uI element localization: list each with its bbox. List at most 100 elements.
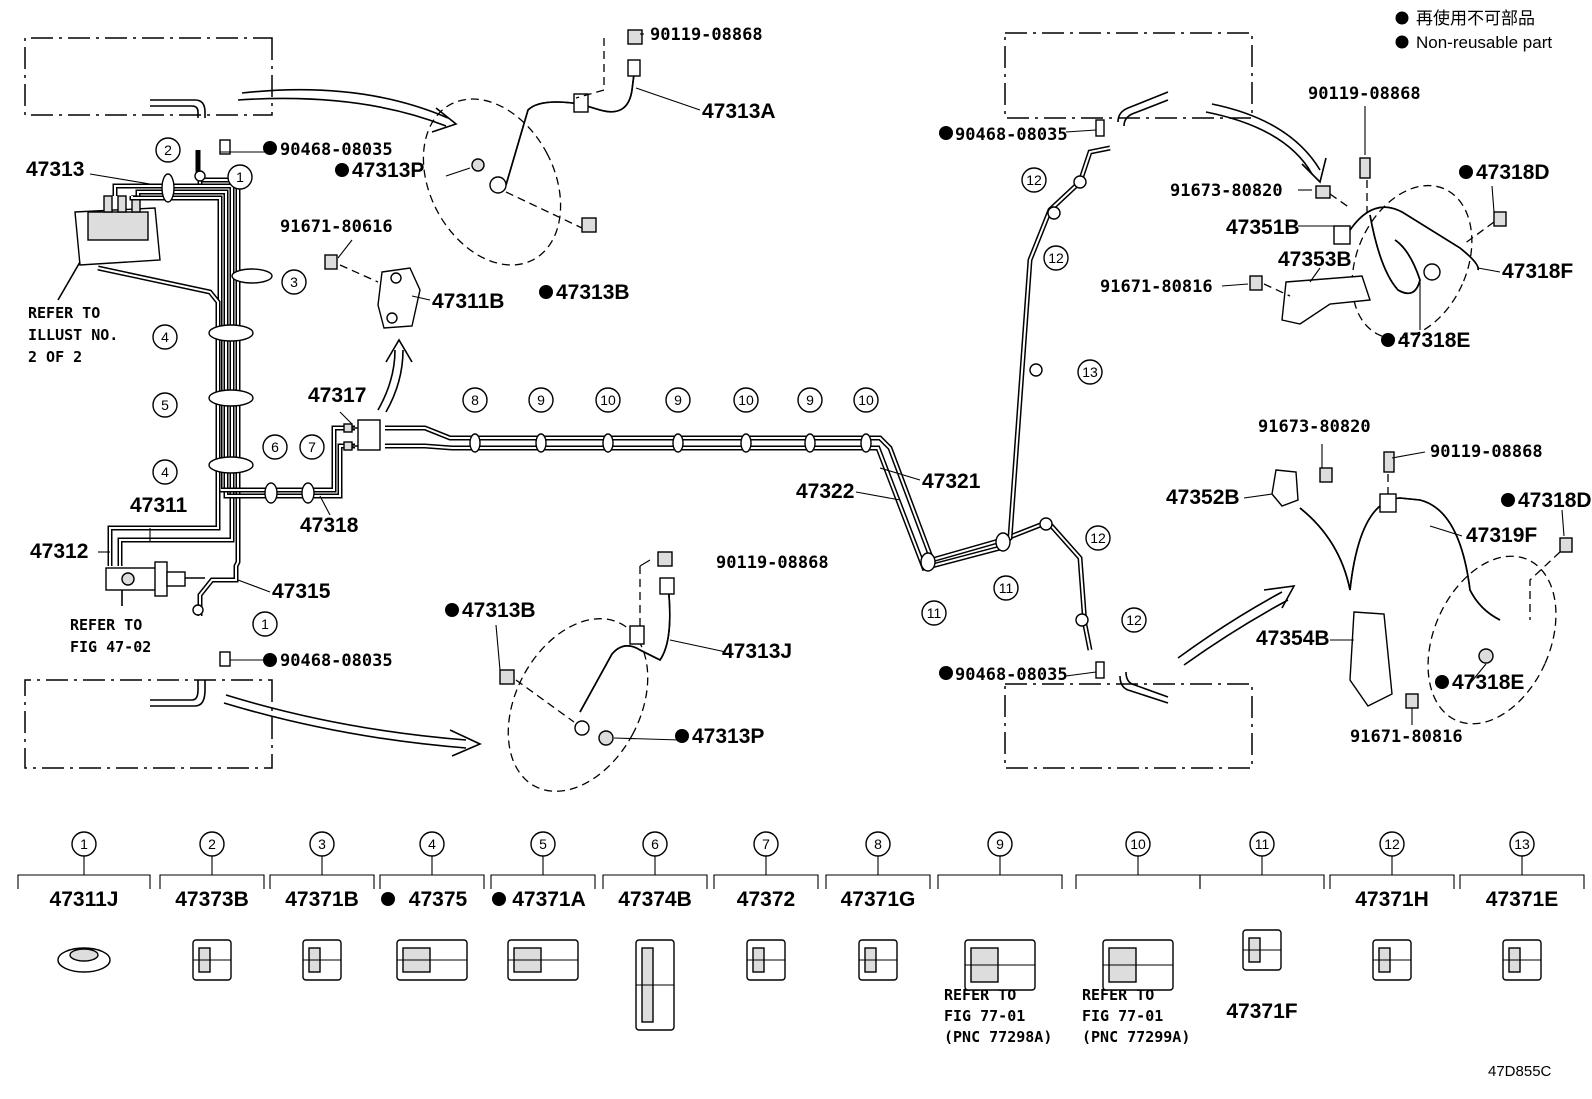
callout-47353B: 47353B bbox=[1278, 248, 1352, 271]
parts-table-number: 2 bbox=[208, 836, 216, 852]
circle-marker: 12 bbox=[1085, 525, 1111, 551]
svg-text:1: 1 bbox=[261, 616, 269, 632]
svg-text:12: 12 bbox=[1026, 172, 1042, 188]
front-brake-tubes bbox=[97, 150, 355, 616]
parts-table-number: 9 bbox=[996, 836, 1004, 852]
callout-47354B: 47354B bbox=[1256, 627, 1330, 650]
circle-marker: 9 bbox=[528, 387, 554, 413]
callout-47318E-bottom: 47318E bbox=[1452, 671, 1524, 694]
svg-text:11: 11 bbox=[927, 605, 942, 621]
clamp-part-illustration bbox=[746, 939, 786, 981]
svg-text:12: 12 bbox=[1126, 612, 1142, 628]
parts-table-part-number: 47375 bbox=[409, 888, 468, 911]
parts-table-note: FIG 77-01 bbox=[1082, 1007, 1163, 1025]
arrow-to-front-right-detail bbox=[225, 694, 467, 741]
parts-table-part-number: 47371G bbox=[841, 888, 916, 911]
parts-table-part-number: 47371H bbox=[1355, 888, 1429, 911]
svg-text:9: 9 bbox=[537, 392, 545, 408]
callout-47313B-top: 47313B bbox=[556, 281, 630, 304]
callout-47319F: 47319F bbox=[1466, 524, 1537, 547]
non-reusable-dot-icon bbox=[335, 163, 349, 177]
rear-right-hose-detail bbox=[1271, 451, 1573, 725]
callout-47313P-top: 47313P bbox=[352, 159, 424, 182]
clamp-part-illustration bbox=[1242, 929, 1282, 971]
svg-text:7: 7 bbox=[308, 439, 316, 455]
circle-marker: 9 bbox=[797, 387, 823, 413]
svg-text:3: 3 bbox=[290, 274, 298, 290]
callout-90468-right-top: 90468-08035 bbox=[955, 125, 1068, 145]
callout-47351B: 47351B bbox=[1226, 216, 1300, 239]
callout-47313P-bottom: 47313P bbox=[692, 725, 764, 748]
callout-47318D-bottom: 47318D bbox=[1518, 489, 1592, 512]
svg-text:FIG 47-02: FIG 47-02 bbox=[70, 638, 151, 656]
callout-47313A: 47313A bbox=[702, 100, 776, 123]
bracket-47353B bbox=[1281, 275, 1371, 325]
arrow-to-rear-right-detail bbox=[1177, 591, 1283, 659]
circle-marker: 1 bbox=[227, 164, 253, 190]
clamp-part-illustration bbox=[57, 947, 111, 973]
svg-text:11: 11 bbox=[999, 580, 1014, 596]
callout-47317: 47317 bbox=[308, 384, 366, 407]
parts-table-number: 6 bbox=[651, 836, 659, 852]
arrow-to-rear-left-detail bbox=[1211, 103, 1321, 171]
callout-90468-bottom: 90468-08035 bbox=[280, 651, 393, 671]
callout-47311: 47311 bbox=[130, 494, 188, 517]
circle-marker: 9 bbox=[665, 387, 691, 413]
non-reusable-dot-icon bbox=[1395, 35, 1409, 49]
parts-table-part-number: 47371B bbox=[285, 888, 359, 911]
svg-text:2: 2 bbox=[164, 142, 172, 158]
clamp-part-illustration bbox=[1102, 939, 1174, 991]
callout-47311B: 47311B bbox=[432, 290, 504, 313]
svg-text:12: 12 bbox=[1090, 530, 1106, 546]
non-reusable-dot-icon bbox=[675, 729, 689, 743]
circle-marker: 4 bbox=[152, 324, 178, 350]
callout-47315: 47315 bbox=[272, 580, 331, 603]
front-tube-clamps bbox=[161, 170, 315, 616]
svg-text:13: 13 bbox=[1082, 364, 1098, 380]
svg-text:12: 12 bbox=[1048, 250, 1064, 266]
callout-90119-right-top: 90119-08868 bbox=[1308, 84, 1421, 104]
callout-47313J: 47313J bbox=[722, 640, 792, 663]
circle-marker: 5 bbox=[152, 392, 178, 418]
clamp-part-illustration bbox=[302, 939, 342, 981]
circle-marker: 12 bbox=[1121, 607, 1147, 633]
parts-table: 147311J247373B347371B447375547371A647374… bbox=[17, 831, 1585, 1046]
callout-47322: 47322 bbox=[796, 480, 854, 503]
parts-table-part-number: 47372 bbox=[737, 888, 795, 911]
non-reusable-dot-icon bbox=[939, 126, 953, 140]
clamp-part-illustration bbox=[396, 939, 468, 981]
circle-marker: 11 bbox=[993, 575, 1019, 601]
parts-table-part-number: 47371E bbox=[1486, 888, 1558, 911]
svg-text:2 OF 2: 2 OF 2 bbox=[28, 348, 82, 366]
circle-marker: 10 bbox=[733, 387, 759, 413]
legend-en: Non-reusable part bbox=[1416, 33, 1552, 52]
non-reusable-dot-icon bbox=[1395, 11, 1409, 25]
callout-47313B-bottom: 47313B bbox=[462, 599, 536, 622]
circle-marker: 12 bbox=[1043, 245, 1069, 271]
svg-text:10: 10 bbox=[738, 392, 754, 408]
parts-table-part-number: 47311J bbox=[50, 888, 119, 911]
callout-91673-top: 91673-80820 bbox=[1170, 181, 1283, 201]
parts-table-number: 13 bbox=[1514, 836, 1530, 852]
parts-table-number: 11 bbox=[1255, 836, 1270, 852]
circle-marker: 12 bbox=[1021, 167, 1047, 193]
front-clips bbox=[219, 139, 231, 667]
circle-marker: 7 bbox=[299, 434, 325, 460]
svg-text:6: 6 bbox=[271, 439, 279, 455]
leader-lines bbox=[89, 33, 1565, 741]
parts-table-part-number: 47371F bbox=[1226, 1000, 1297, 1023]
svg-text:8: 8 bbox=[471, 392, 479, 408]
callout-47312: 47312 bbox=[30, 540, 88, 563]
callout-47318D-top: 47318D bbox=[1476, 161, 1550, 184]
svg-text:ILLUST NO.: ILLUST NO. bbox=[28, 326, 118, 344]
parts-table-note: (PNC 77298A) bbox=[944, 1028, 1052, 1046]
box-hose-stubs bbox=[150, 91, 1169, 707]
